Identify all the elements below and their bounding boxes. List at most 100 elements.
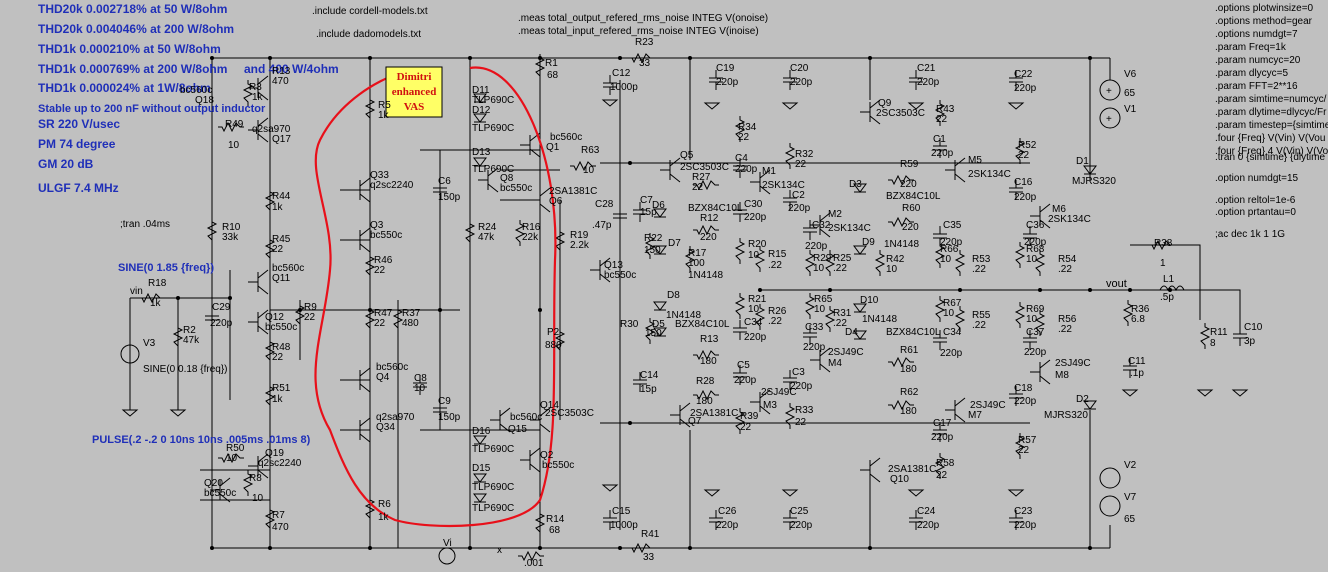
component-label: R36 [1131, 304, 1150, 315]
resistor [934, 296, 946, 322]
component-label: R46 [374, 255, 393, 266]
junction-dot [628, 421, 632, 425]
junction-dot [758, 288, 762, 292]
transistor [248, 75, 269, 101]
resistor [1014, 138, 1026, 164]
option-line-7: .param FFT=2**16 [1215, 81, 1298, 92]
component-label: 2SA1381C [888, 464, 936, 475]
component-label: 15p [640, 384, 657, 395]
ground-symbol [907, 102, 925, 110]
component-label: Q20 [204, 478, 223, 489]
capacitor [709, 70, 723, 90]
transistor [750, 389, 771, 415]
capacitor [909, 70, 923, 90]
stability-note: Stable up to 200 nF without output induc… [38, 103, 266, 115]
diode [473, 157, 487, 167]
capacitor [709, 510, 723, 530]
transistor [590, 257, 611, 283]
thd-note-5: THD1k 0.000024% at 1W/8ohm [38, 81, 211, 95]
component-label: Q17 [272, 134, 291, 145]
component-label: 2SJ49C [1055, 358, 1091, 369]
component-label: 22 [936, 114, 948, 125]
component-label: R52 [1018, 140, 1037, 151]
net-x: x [497, 545, 502, 556]
thd-note-3: THD1k 0.000210% at 50 W/8ohm [38, 42, 221, 56]
junctions [176, 56, 1172, 550]
junction-dot [368, 308, 372, 312]
junction-dot [688, 546, 692, 550]
resistor [693, 349, 719, 361]
component-label: 220p [1014, 83, 1037, 94]
component-label: 47k [478, 232, 495, 243]
component-label: 1N4148 [688, 270, 723, 281]
component-label: q2sa970 [252, 124, 291, 135]
capacitor [909, 510, 923, 530]
component-label: 10 [940, 254, 952, 265]
transistor [248, 309, 269, 335]
option-line-5: .param numcyc=20 [1215, 55, 1301, 66]
component-label: D15 [472, 463, 491, 474]
junction-dot [1088, 288, 1092, 292]
component-label: 150 [644, 245, 661, 256]
option-line-2: .options method=gear [1215, 16, 1313, 27]
diode [1083, 165, 1097, 175]
option-line-3: .options numdgt=7 [1215, 29, 1298, 40]
ground-symbol [601, 99, 619, 107]
component-label: R53 [972, 254, 991, 265]
component-label: MJRS320 [1044, 410, 1088, 421]
resistor [554, 228, 566, 254]
capacitor [413, 375, 427, 395]
component-label: R51 [272, 383, 291, 394]
resistor [514, 220, 526, 246]
thd-note-4: THD1k 0.000769% at 200 W/8ohm [38, 62, 227, 76]
component-label: V2 [1124, 460, 1137, 471]
component-label: C10 [1244, 322, 1263, 333]
component-label: R24 [478, 222, 497, 233]
component-label: .5p [1160, 292, 1174, 303]
component-label: R50 [226, 443, 245, 454]
component-label: 220p [931, 148, 954, 159]
component-label: bc550c [500, 183, 532, 194]
option-line-9: .param dlytime=dlycyc/Fr [1215, 107, 1327, 118]
capacitor [433, 180, 447, 200]
capacitor [1009, 510, 1023, 530]
transistor [530, 407, 551, 433]
component-label: 220p [790, 381, 813, 392]
component-label: R13 [272, 66, 291, 77]
component-label: TLP690C [472, 444, 514, 455]
component-label: 220p [1014, 520, 1037, 531]
component-label: D6 [652, 200, 665, 211]
component-label: 220p [788, 203, 811, 214]
component-label: D9 [862, 237, 875, 248]
component-label: R57 [1018, 435, 1037, 446]
component-label: R49 [225, 119, 244, 130]
component-label: C30 [744, 199, 763, 210]
component-label: D11 [472, 85, 490, 96]
transistor [520, 447, 541, 473]
component-label: Q12 [265, 312, 284, 323]
component-label: R55 [972, 310, 991, 321]
vas-banner: Dimitri enhanced VAS [385, 66, 443, 118]
component-label: 15p [640, 207, 657, 218]
component-label: .22 [1058, 264, 1072, 275]
component-label: 2SK134C [762, 180, 805, 191]
resistor [1034, 250, 1046, 276]
transistor [530, 187, 551, 213]
spec-gm: GM 20 dB [38, 157, 94, 171]
component-label: 220p [1024, 237, 1047, 248]
component-label: 100 [688, 258, 705, 269]
component-label: Q5 [680, 150, 694, 161]
component-label: bc550c [265, 322, 297, 333]
capacitor [1009, 180, 1023, 200]
resistor [874, 250, 886, 276]
pulse-source: PULSE(.2 -.2 0 10ns 10ns .005ms .01ms 8) [92, 434, 311, 446]
resistor [570, 160, 596, 172]
component-label: .22 [972, 320, 986, 331]
component-label: 880 [545, 340, 562, 351]
component-label: Q3 [370, 220, 384, 231]
component-label: R15 [768, 249, 787, 260]
resistor [754, 246, 766, 272]
component-label: 10 [252, 493, 264, 504]
component-label: bc550c [370, 230, 402, 241]
prtantau-directive: .option prtantau=0 [1215, 207, 1296, 218]
